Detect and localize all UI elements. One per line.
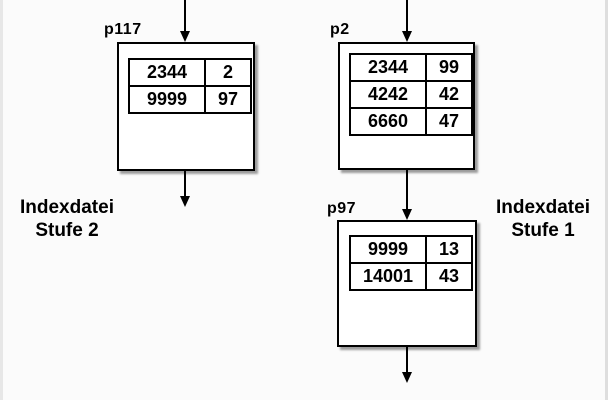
key-cell: 4242 — [349, 80, 427, 109]
caption-line: Indexdatei — [496, 197, 590, 218]
page-right-edge-shade — [605, 0, 608, 400]
pointer-cell: 42 — [425, 80, 473, 109]
node-box-p117: 2344 2 9999 97 — [117, 42, 255, 171]
node-box-p97: 9999 13 14001 43 — [337, 220, 477, 347]
arrow-head-icon — [402, 372, 412, 383]
arrow-shaft — [406, 345, 408, 373]
key-cell: 9999 — [349, 235, 427, 264]
key-cell: 2344 — [128, 58, 206, 87]
page-left-edge-shade — [0, 0, 3, 400]
table-row: 14001 43 — [349, 262, 473, 291]
node-box-p2: 2344 99 4242 42 6660 47 — [338, 42, 475, 170]
index-table-p2: 2344 99 4242 42 6660 47 — [349, 53, 473, 136]
caption-line: Stufe 2 — [35, 220, 99, 241]
arrow-shaft — [406, 168, 408, 210]
index-table-p117: 2344 2 9999 97 — [128, 58, 252, 114]
node-label-p2: p2 — [330, 21, 350, 38]
arrow-head-icon — [180, 196, 190, 207]
arrow-head-icon — [402, 209, 412, 220]
table-row: 2344 99 — [349, 53, 473, 82]
key-cell: 9999 — [128, 85, 206, 114]
arrow-head-icon — [180, 31, 190, 42]
pointer-cell: 97 — [204, 85, 252, 114]
pointer-cell: 13 — [425, 235, 473, 264]
caption-line: Stufe 1 — [511, 220, 575, 241]
node-label-p117: p117 — [104, 21, 142, 38]
caption-indexdatei-stufe-1: Indexdatei Stufe 1 — [484, 196, 602, 242]
pointer-cell: 47 — [425, 107, 473, 136]
arrow-shaft — [184, 171, 186, 197]
table-row: 9999 13 — [349, 235, 473, 264]
arrow-shaft — [406, 0, 408, 32]
arrow-shaft — [184, 0, 186, 32]
key-cell: 6660 — [349, 107, 427, 136]
index-table-p97: 9999 13 14001 43 — [349, 235, 473, 291]
node-label-p97: p97 — [327, 200, 357, 217]
table-row: 6660 47 — [349, 107, 473, 136]
arrow-head-icon — [402, 31, 412, 42]
key-cell: 2344 — [349, 53, 427, 82]
table-row: 9999 97 — [128, 85, 252, 114]
table-row: 4242 42 — [349, 80, 473, 109]
pointer-cell: 2 — [204, 58, 252, 87]
pointer-cell: 43 — [425, 262, 473, 291]
caption-indexdatei-stufe-2: Indexdatei Stufe 2 — [8, 196, 126, 242]
caption-line: Indexdatei — [20, 197, 114, 218]
table-row: 2344 2 — [128, 58, 252, 87]
key-cell: 14001 — [349, 262, 427, 291]
pointer-cell: 99 — [425, 53, 473, 82]
